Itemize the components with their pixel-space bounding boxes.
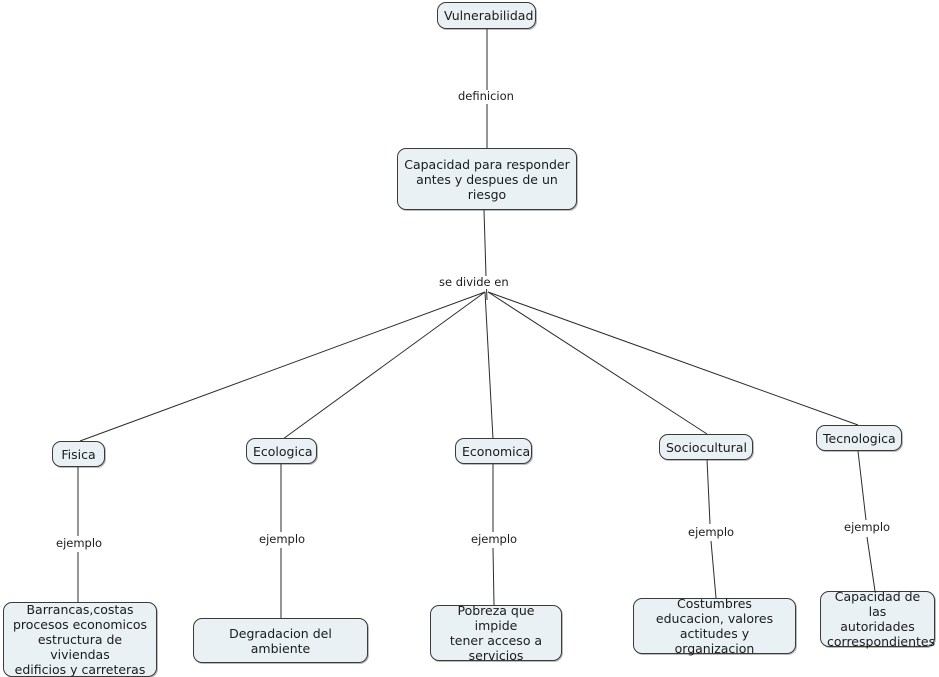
link-label-ejemplo-ecologica: ejemplo bbox=[257, 532, 308, 546]
node-sociocultural-label: Sociocultural bbox=[666, 439, 747, 455]
link-label-ejemplo-sociocultural-text: ejemplo bbox=[688, 525, 735, 539]
node-ejemplo-fisica-label: Barrancas,costas procesos economicos est… bbox=[12, 602, 148, 677]
node-ejemplo-fisica-box[interactable]: Barrancas,costas procesos economicos est… bbox=[3, 602, 157, 677]
link-label-ejemplo-sociocultural: ejemplo bbox=[686, 525, 737, 539]
node-sociocultural[interactable]: Sociocultural bbox=[659, 434, 753, 460]
link-label-se-divide-en-text: se divide en bbox=[439, 275, 509, 289]
node-vulnerabilidad-label: Vulnerabilidad bbox=[444, 8, 534, 23]
edge-tecnologica-to-ejemplo bbox=[857, 450, 867, 521]
edge-hub-to-sociocultural bbox=[487, 291, 708, 435]
node-economica-label: Economica bbox=[462, 443, 531, 459]
edge-hub-to-tecnologica bbox=[487, 291, 859, 426]
node-ejemplo-tecnologica-label: Capacidad de las autoridades correspondi… bbox=[827, 589, 936, 649]
node-ejemplo-ecologica-box[interactable]: Degradacion del ambiente bbox=[193, 618, 368, 663]
edge-definition-to-hub bbox=[483, 209, 487, 277]
link-label-ejemplo-economica-text: ejemplo bbox=[471, 532, 518, 546]
node-capacidad-para-responder-label: Capacidad para responder antes y despues… bbox=[404, 156, 570, 202]
edge-hub-to-fisica bbox=[79, 291, 486, 442]
link-label-definicion: definicion bbox=[456, 90, 516, 103]
link-label-ejemplo-fisica-text: ejemplo bbox=[56, 536, 103, 550]
edge-ejemplo-to-ex-economica bbox=[492, 547, 495, 606]
link-label-se-divide-en: se divide en bbox=[437, 276, 511, 289]
node-ecologica-label: Ecologica bbox=[253, 443, 313, 459]
node-fisica-label: Fisica bbox=[61, 446, 96, 462]
edge-ejemplo-to-ex-tecnologica bbox=[866, 536, 876, 592]
link-label-ejemplo-tecnologica-text: ejemplo bbox=[844, 520, 891, 534]
node-ejemplo-tecnologica-box[interactable]: Capacidad de las autoridades correspondi… bbox=[820, 589, 936, 649]
node-economica[interactable]: Economica bbox=[455, 438, 532, 464]
link-label-ejemplo-tecnologica: ejemplo bbox=[842, 520, 893, 534]
link-label-ejemplo-economica: ejemplo bbox=[469, 532, 520, 546]
node-tecnologica[interactable]: Tecnologica bbox=[816, 425, 902, 451]
link-label-definicion-text: definicion bbox=[458, 89, 514, 103]
node-tecnologica-label: Tecnologica bbox=[823, 430, 896, 446]
node-ejemplo-economica-box[interactable]: Pobreza que impide tener acceso a servic… bbox=[430, 603, 562, 663]
edge-hub-to-ecologica bbox=[282, 291, 486, 440]
link-label-ejemplo-ecologica-text: ejemplo bbox=[259, 532, 306, 546]
node-ejemplo-ecologica-label: Degradacion del ambiente bbox=[229, 625, 332, 656]
node-ecologica[interactable]: Ecologica bbox=[246, 438, 317, 464]
link-label-ejemplo-fisica: ejemplo bbox=[54, 536, 105, 550]
edge-hub-to-economica bbox=[484, 291, 494, 440]
node-ejemplo-sociocultural-box[interactable]: Costumbres educacion, valores actitudes … bbox=[633, 596, 796, 656]
edge-sociocultural-to-ejemplo bbox=[706, 458, 711, 525]
node-ejemplo-sociocultural-label: Costumbres educacion, valores actitudes … bbox=[655, 596, 774, 656]
node-vulnerabilidad[interactable]: Vulnerabilidad bbox=[437, 2, 536, 29]
edge-ejemplo-to-ex-sociocultural bbox=[710, 540, 717, 599]
node-fisica[interactable]: Fisica bbox=[52, 441, 105, 467]
node-capacidad-para-responder[interactable]: Capacidad para responder antes y despues… bbox=[397, 148, 577, 210]
node-ejemplo-economica-label: Pobreza que impide tener acceso a servic… bbox=[449, 603, 543, 663]
